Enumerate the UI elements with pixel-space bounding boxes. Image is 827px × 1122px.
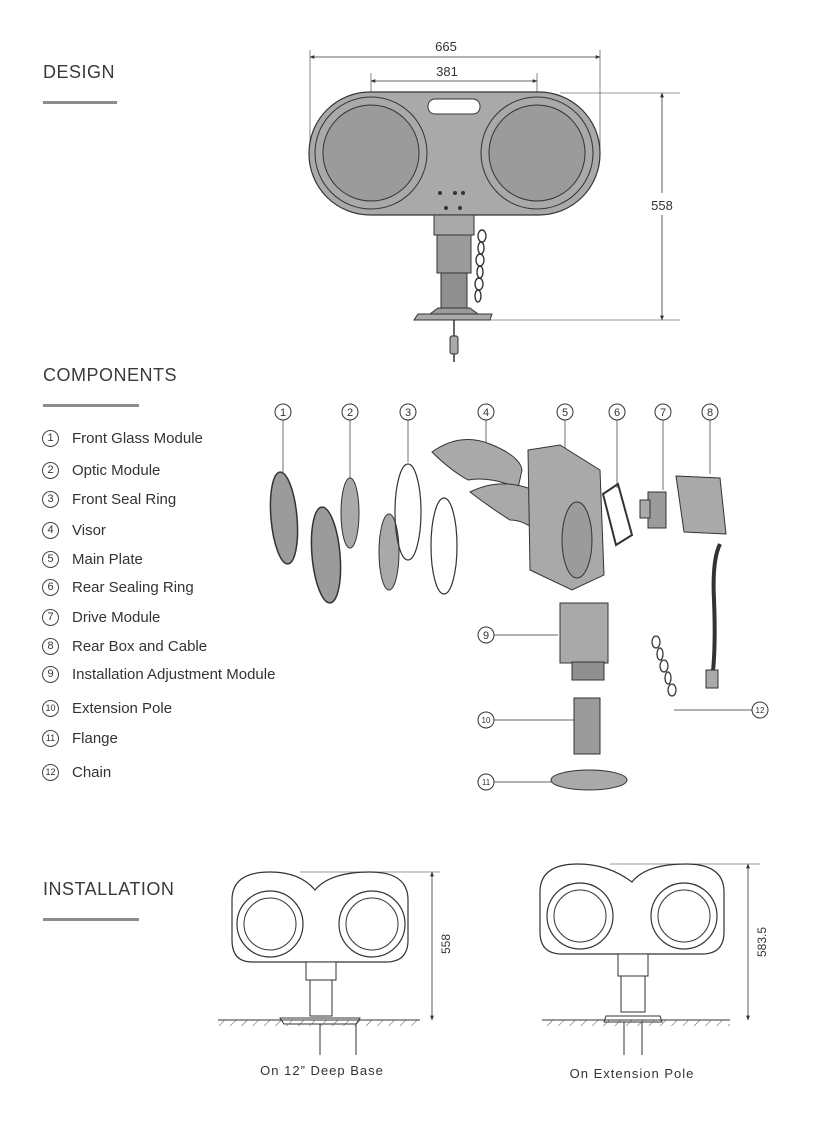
legend-number: 2: [42, 461, 59, 479]
legend-number: 9: [42, 665, 59, 683]
installation-underline: [43, 918, 139, 921]
legend-label: Drive Module: [72, 608, 161, 626]
legend-number: 7: [42, 608, 59, 626]
extension-pole-caption: On Extension Pole: [570, 1066, 695, 1081]
svg-text:1: 1: [280, 407, 286, 419]
legend-label: Extension Pole: [72, 699, 173, 717]
svg-text:7: 7: [660, 407, 666, 419]
installation-extension-pole-drawing: 583.5: [539, 863, 769, 1055]
legend-item: 7 Drive Module: [42, 606, 160, 628]
legend-label: Chain: [72, 763, 112, 781]
legend-label: Main Plate: [72, 550, 143, 568]
legend-item: 6 Rear Sealing Ring: [42, 576, 194, 598]
legend-item: 1 Front Glass Module: [42, 427, 203, 449]
lens-spacing-dimension-label: 381: [436, 64, 458, 79]
height-dimension-label: 558: [651, 198, 673, 213]
legend-label: Rear Sealing Ring: [72, 578, 194, 596]
svg-text:2: 2: [347, 407, 353, 419]
extension-pole-height-label: 583.5: [755, 927, 769, 957]
legend-number: 1: [42, 429, 59, 447]
components-heading: COMPONENTS: [43, 365, 178, 385]
legend-item: 5 Main Plate: [42, 548, 143, 570]
legend-label: Rear Box and Cable: [72, 637, 208, 655]
svg-text:9: 9: [483, 630, 489, 642]
legend-item: 12 Chain: [42, 761, 111, 783]
deep-base-caption: On 12” Deep Base: [260, 1063, 384, 1078]
legend-number: 12: [42, 763, 59, 781]
svg-text:5: 5: [562, 407, 568, 419]
legend-label: Front Seal Ring: [72, 490, 177, 508]
legend-item: 2 Optic Module: [42, 459, 160, 481]
svg-text:3: 3: [405, 407, 411, 419]
design-heading: DESIGN: [43, 62, 116, 82]
svg-text:8: 8: [707, 407, 713, 419]
legend-item: 4 Visor: [42, 519, 106, 541]
components-underline: [43, 404, 139, 407]
width-dimension-label: 665: [435, 39, 457, 54]
legend-number: 5: [42, 550, 59, 568]
legend-item: 8 Rear Box and Cable: [42, 635, 207, 657]
deep-base-height-label: 558: [439, 934, 453, 954]
legend-number: 6: [42, 578, 59, 596]
legend-item: 3 Front Seal Ring: [42, 488, 176, 510]
legend-item: 10 Extension Pole: [42, 697, 172, 719]
svg-text:4: 4: [483, 407, 489, 419]
legend-label: Front Glass Module: [72, 429, 203, 447]
svg-text:11: 11: [482, 778, 491, 787]
exploded-view: 1 2 3 4 5 6 7 8 9 10 11 12: [269, 403, 769, 791]
legend-item: 9 Installation Adjustment Module: [42, 663, 275, 685]
legend-label: Visor: [72, 521, 106, 539]
legend-label: Installation Adjustment Module: [72, 665, 276, 683]
legend-number: 8: [42, 637, 59, 655]
legend-number: 10: [42, 699, 59, 717]
legend-label: Flange: [72, 729, 118, 747]
design-drawing: 665 381 558: [308, 39, 680, 362]
installation-heading: INSTALLATION: [43, 879, 175, 899]
svg-text:10: 10: [482, 716, 491, 725]
svg-text:12: 12: [756, 706, 765, 715]
legend-item: 11 Flange: [42, 727, 118, 749]
svg-text:6: 6: [614, 407, 620, 419]
legend-number: 11: [42, 729, 59, 747]
design-underline: [43, 101, 117, 104]
legend-number: 4: [42, 521, 59, 539]
legend-label: Optic Module: [72, 461, 161, 479]
legend-number: 3: [42, 490, 59, 508]
installation-deep-base-drawing: 558: [218, 871, 453, 1055]
